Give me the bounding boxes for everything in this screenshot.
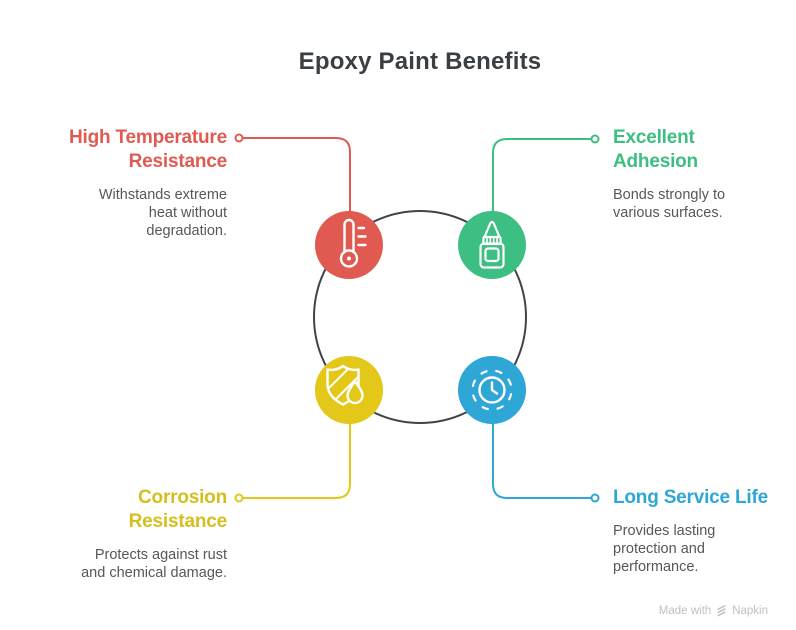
- napkin-logo-icon: [717, 605, 726, 617]
- benefit-title: Corrosion Resistance: [128, 487, 228, 532]
- connector-high-temperature: [242, 137, 351, 213]
- benefit-high-temperature-resistance: High Temperature Resistance Withstands e…: [0, 126, 227, 240]
- benefit-title: Excellent Adhesion: [613, 127, 698, 172]
- watermark-brand-label: Napkin: [732, 604, 768, 617]
- center-ring: [313, 210, 527, 424]
- benefit-long-service-life: Long Service Life Provides lasting prote…: [613, 486, 796, 576]
- connector-long-service-life: [492, 422, 592, 499]
- connector-dot-long-service-life: [590, 493, 600, 503]
- benefit-description: Protects against rust and chemical damag…: [81, 547, 227, 581]
- connector-lines: [234, 133, 600, 503]
- napkin-watermark[interactable]: Made with Napkin: [659, 604, 768, 617]
- benefit-excellent-adhesion: Excellent Adhesion Bonds strongly to var…: [613, 126, 796, 222]
- thermometer-icon: [339, 218, 367, 268]
- node-high-temperature: [315, 211, 383, 279]
- connector-dot-high-temperature: [234, 133, 244, 143]
- benefit-title: Long Service Life: [613, 487, 768, 508]
- watermark-made-with-label: Made with: [658, 604, 712, 617]
- benefit-description: Provides lasting protection and performa…: [613, 523, 716, 575]
- benefit-description: Withstands extreme heat without degradat…: [98, 187, 227, 239]
- benefit-corrosion-resistance: Corrosion Resistance Protects against ru…: [0, 486, 227, 582]
- connector-dot-excellent-adhesion: [590, 134, 600, 144]
- clock-icon: [471, 369, 513, 411]
- page-title: Epoxy Paint Benefits: [298, 48, 542, 75]
- connector-dot-corrosion-resistance: [234, 493, 244, 503]
- benefit-title: High Temperature Resistance: [69, 127, 227, 172]
- glue-bottle-icon: [479, 220, 505, 269]
- benefit-description: Bonds strongly to various surfaces.: [613, 187, 726, 221]
- connector-corrosion-resistance: [242, 422, 351, 499]
- shield-droplet-icon: [326, 364, 364, 406]
- connector-excellent-adhesion: [492, 138, 592, 213]
- droplet-shape: [346, 379, 364, 405]
